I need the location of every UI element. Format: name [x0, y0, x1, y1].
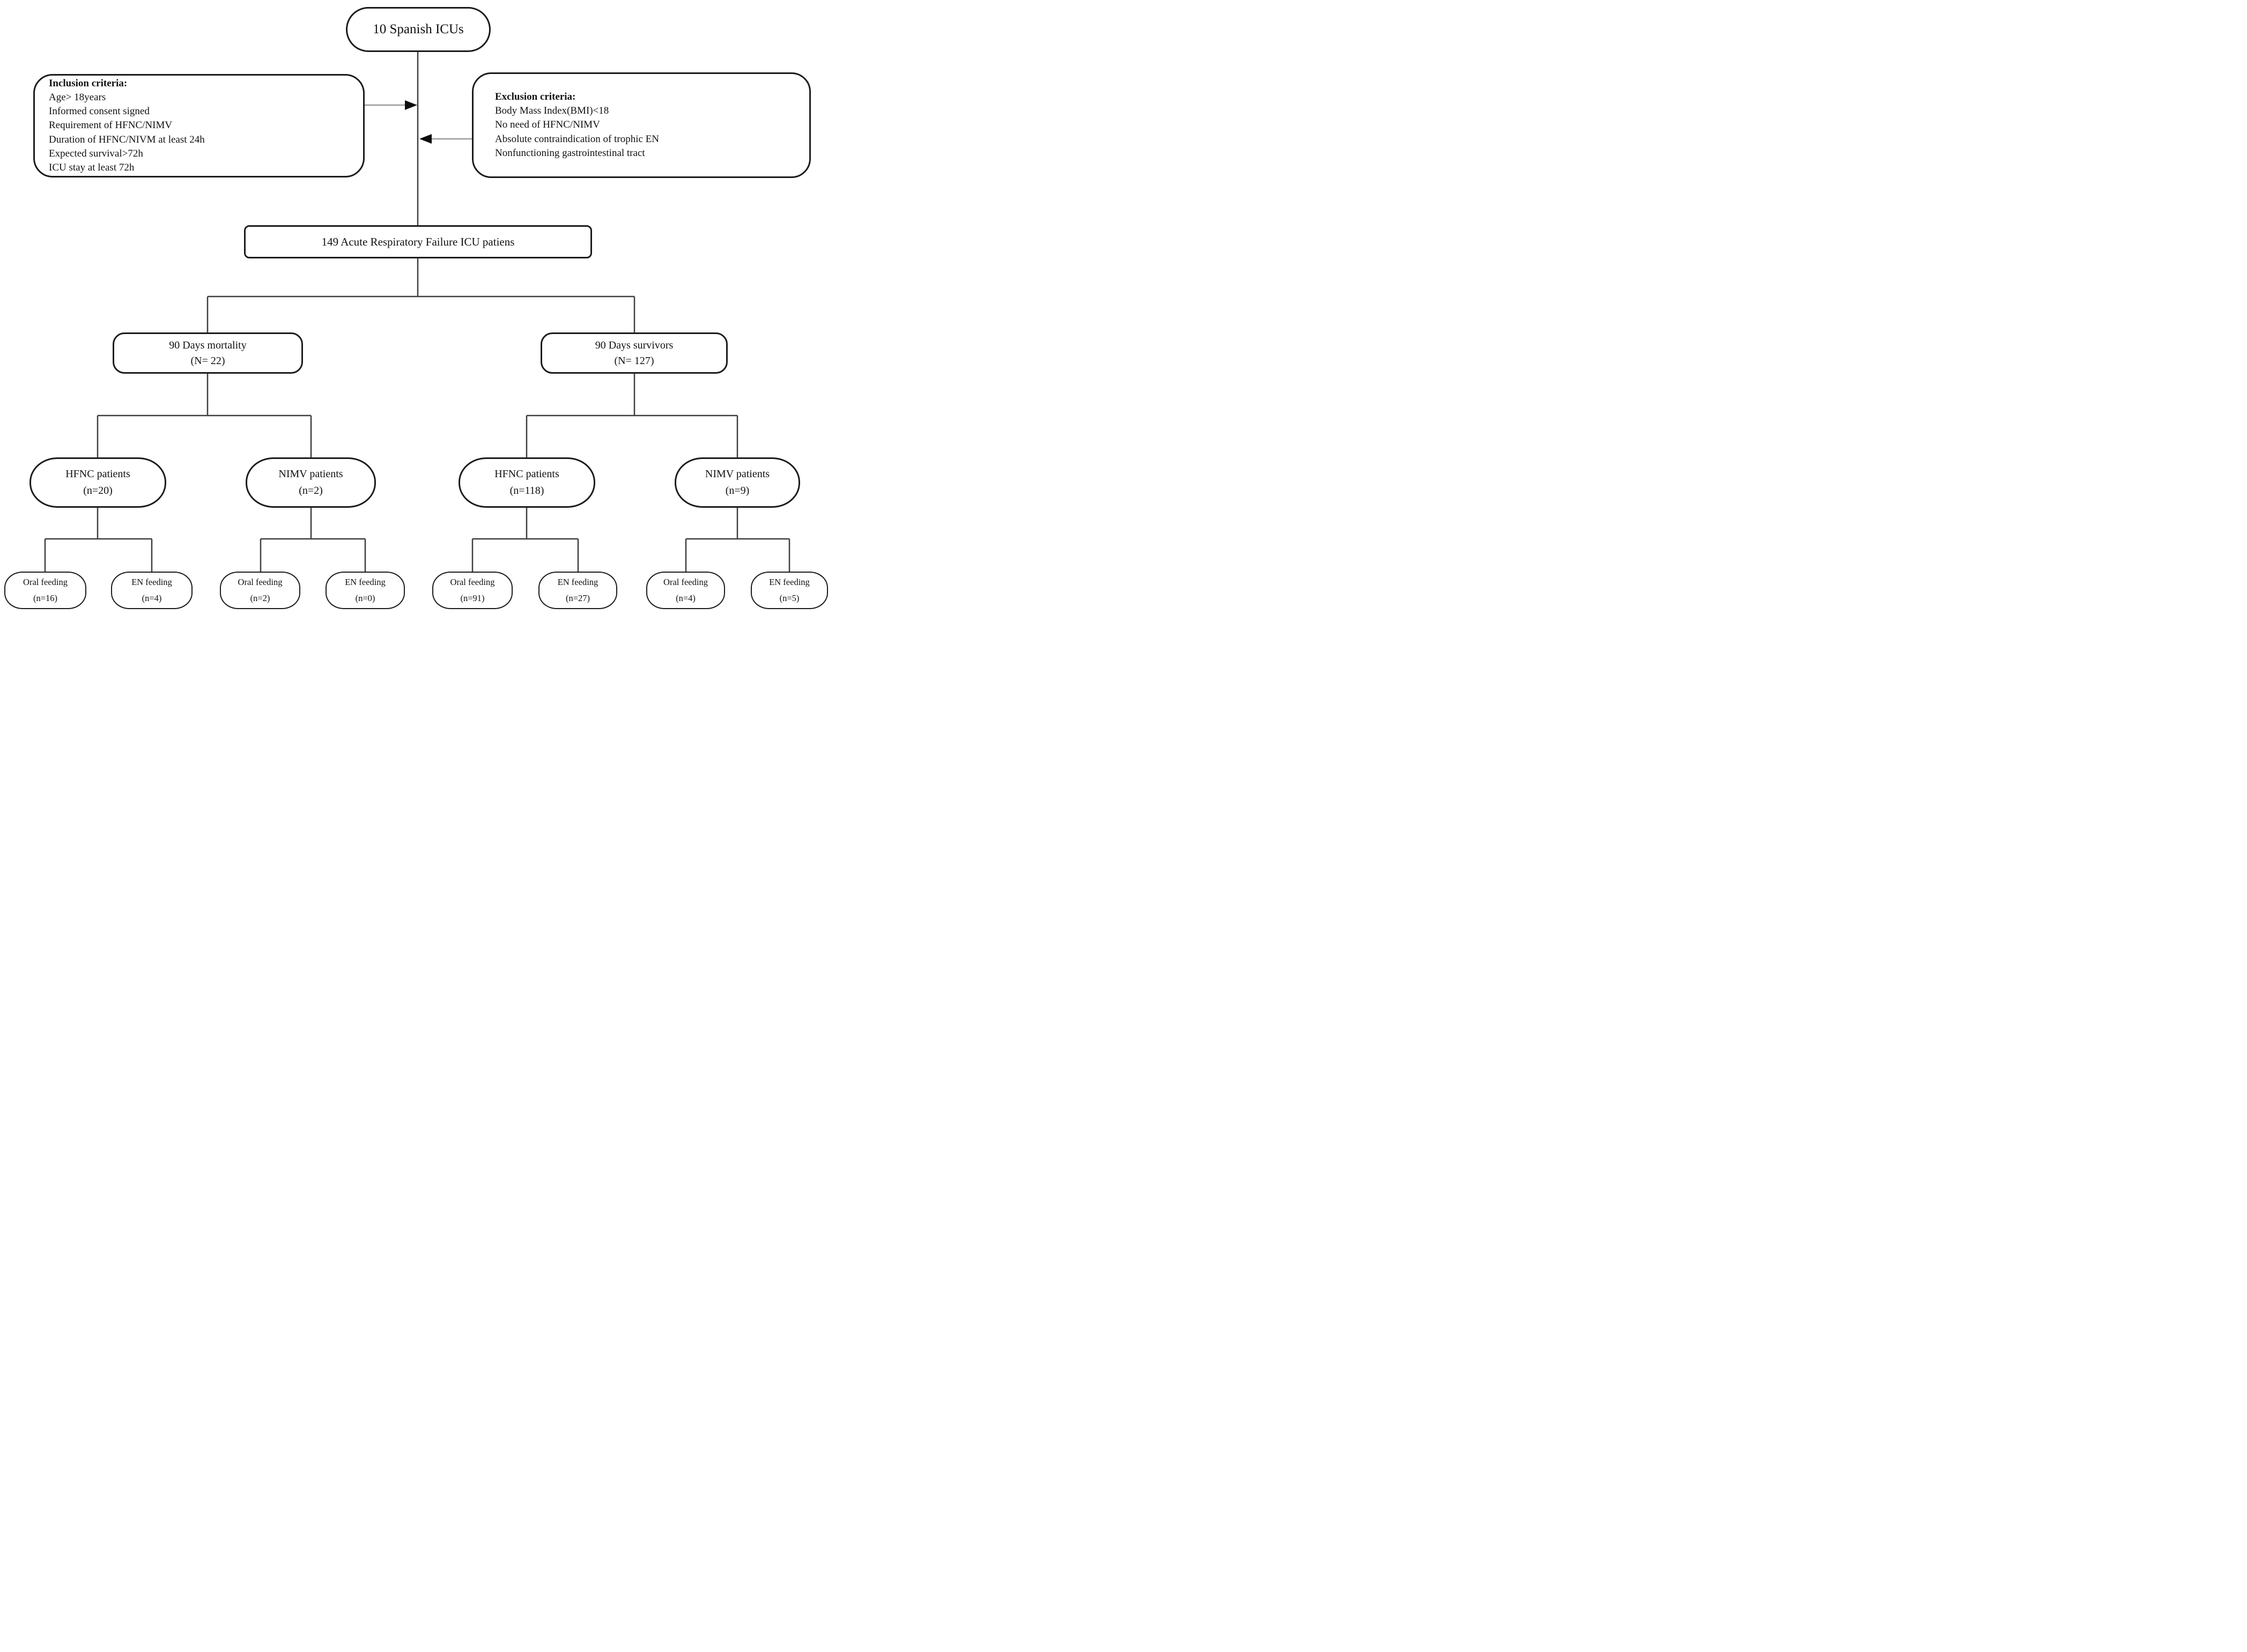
node-label: NIMV patients: [278, 468, 343, 480]
inclusion-item: Duration of HFNC/NIVM at least 24h: [49, 134, 205, 145]
node-90-days-mortality: 90 Days mortality (N= 22): [113, 332, 303, 374]
node-oral-feeding-2: Oral feeding (n=2): [220, 572, 300, 609]
node-count: (N= 22): [190, 354, 225, 367]
node-oral-feeding-4: Oral feeding (n=4): [646, 572, 725, 609]
node-label: EN feeding: [557, 576, 598, 587]
node-90-days-survivors: 90 Days survivors (N= 127): [541, 332, 728, 374]
node-label: EN feeding: [769, 576, 810, 587]
inclusion-item: Informed consent signed: [49, 106, 150, 117]
node-count: (n=118): [509, 485, 544, 497]
inclusion-item: Age> 18years: [49, 91, 106, 103]
inclusion-item: Requirement of HFNC/NIMV: [49, 120, 173, 131]
exclusion-item: Nonfunctioning gastrointestinal tract: [495, 147, 645, 159]
inclusion-item: Expected survival>72h: [49, 147, 143, 159]
node-count: (n=5): [779, 592, 800, 603]
node-count: (n=0): [355, 592, 375, 603]
node-label: HFNC patients: [65, 468, 130, 480]
node-label: Oral feeding: [663, 576, 708, 587]
node-en-feeding-4: EN feeding (n=5): [751, 572, 828, 609]
node-label: 149 Acute Respiratory Failure ICU patien…: [321, 235, 515, 248]
node-label: EN feeding: [131, 576, 172, 587]
node-count: (n=20): [83, 485, 113, 497]
node-label: EN feeding: [345, 576, 386, 587]
flow-diagram: 10 Spanish ICUs Inclusion criteria: Age>…: [0, 0, 829, 617]
exclusion-item: Body Mass Index(BMI)<18: [495, 105, 609, 117]
node-count: (n=16): [33, 592, 58, 603]
node-label: 10 Spanish ICUs: [373, 22, 464, 37]
node-label: Oral feeding: [238, 576, 283, 587]
node-hfnc-patients-mortality: HFNC patients (n=20): [29, 457, 166, 508]
node-spanish-icus: 10 Spanish ICUs: [346, 7, 491, 52]
node-label: Oral feeding: [450, 576, 495, 587]
node-en-feeding-1: EN feeding (n=4): [111, 572, 193, 609]
node-count: (N= 127): [614, 354, 654, 367]
node-count: (n=27): [565, 592, 590, 603]
node-arf-cohort: 149 Acute Respiratory Failure ICU patien…: [244, 225, 592, 258]
node-oral-feeding-3: Oral feeding (n=91): [432, 572, 513, 609]
exclusion-item: No need of HFNC/NIMV: [495, 119, 600, 131]
node-oral-feeding-1: Oral feeding (n=16): [4, 572, 86, 609]
node-nimv-patients-survivors: NIMV patients (n=9): [675, 457, 800, 508]
node-exclusion-criteria: Exclusion criteria: Body Mass Index(BMI)…: [472, 72, 811, 178]
node-count: (n=2): [299, 485, 323, 497]
node-en-feeding-3: EN feeding (n=27): [538, 572, 617, 609]
node-label: 90 Days survivors: [595, 339, 674, 351]
node-nimv-patients-mortality: NIMV patients (n=2): [246, 457, 376, 508]
node-label: Oral feeding: [23, 576, 68, 587]
node-en-feeding-2: EN feeding (n=0): [326, 572, 405, 609]
node-count: (n=2): [250, 592, 270, 603]
inclusion-item: ICU stay at least 72h: [49, 162, 135, 174]
inclusion-arrow: [365, 100, 417, 110]
node-inclusion-criteria: Inclusion criteria: Age> 18years Informe…: [33, 74, 365, 177]
node-count: (n=4): [142, 592, 162, 603]
exclusion-title: Exclusion criteria:: [495, 91, 576, 102]
node-hfnc-patients-survivors: HFNC patients (n=118): [459, 457, 595, 508]
node-label: 90 Days mortality: [169, 339, 247, 351]
node-label: NIMV patients: [705, 468, 770, 480]
exclusion-item: Absolute contraindication of trophic EN: [495, 133, 660, 145]
exclusion-arrow: [419, 134, 472, 144]
node-label: HFNC patients: [494, 468, 559, 480]
node-count: (n=9): [725, 485, 750, 497]
inclusion-title: Inclusion criteria:: [49, 77, 128, 89]
node-count: (n=4): [676, 592, 696, 603]
node-count: (n=91): [460, 592, 485, 603]
connector-lines: [44, 52, 790, 574]
